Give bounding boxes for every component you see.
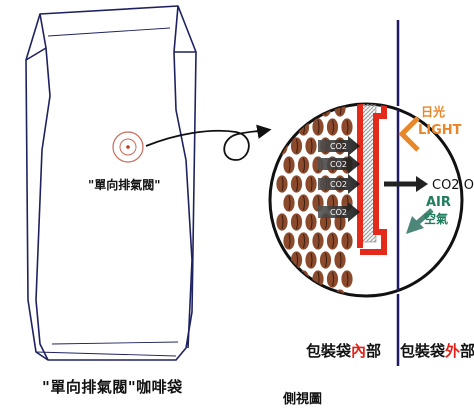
- bag-outside-label: 包裝袋外部: [400, 340, 474, 361]
- coffee-bean: [276, 104, 288, 117]
- coffee-bean: [276, 289, 288, 296]
- light-label-en: LIGHT: [418, 123, 462, 138]
- co2-arrow: CO2: [318, 202, 360, 222]
- coffee-bean: [319, 289, 332, 296]
- coffee-bean: [290, 289, 303, 296]
- coffee-bean: [305, 289, 317, 296]
- coffee-bean: [290, 251, 303, 269]
- light-label-cn: 日光: [421, 104, 445, 119]
- bag-inside-suffix: 部: [366, 342, 382, 360]
- bag-inside-label: 包裝袋內部: [306, 340, 381, 361]
- coffee-bean: [341, 270, 353, 288]
- coffee-bean: [305, 104, 317, 117]
- coffee-bean: [290, 175, 303, 193]
- side-view-caption: 側視圖: [283, 392, 323, 407]
- outflow-arrow: [384, 176, 428, 192]
- co2-label: CO2: [330, 142, 347, 151]
- coffee-bean: [283, 232, 295, 250]
- co2-label: CO2: [330, 160, 347, 169]
- coffee-bean: [290, 213, 303, 231]
- coffee-bean: [326, 232, 339, 250]
- coffee-bean: [290, 104, 303, 117]
- bag-outside-suffix: 部: [460, 342, 474, 360]
- air-label-en: AIR: [426, 195, 451, 210]
- coffee-bean: [305, 213, 317, 231]
- coffee-bean: [305, 175, 317, 193]
- coffee-bean: [297, 232, 310, 250]
- curly-arrow-icon: [145, 124, 272, 161]
- coffee-bean: [283, 270, 295, 288]
- valve-frame: [357, 104, 387, 255]
- outflow-label: CO2.O2: [432, 178, 474, 193]
- coffee-bean: [297, 156, 310, 174]
- co2-label: CO2: [330, 180, 347, 189]
- coffee-bean: [276, 175, 288, 193]
- air-label-cn: 空氣: [424, 211, 448, 226]
- coffee-bean: [283, 118, 295, 136]
- coffee-bean: [334, 251, 346, 269]
- coffee-bean: [312, 232, 324, 250]
- co2-arrow: CO2: [318, 154, 360, 174]
- coffee-bean: [283, 194, 295, 212]
- coffee-bean: [334, 104, 346, 117]
- coffee-bean: [276, 213, 288, 231]
- coffee-bean: [290, 137, 303, 155]
- bag-caption: "單向排氣閥"咖啡袋: [42, 378, 183, 396]
- coffee-bean: [341, 232, 353, 250]
- coffee-bean: [326, 270, 339, 288]
- coffee-bean: [297, 194, 310, 212]
- sun-light-arrow-icon: [398, 116, 420, 152]
- coffee-bean: [319, 251, 332, 269]
- valve-circle-icon: [112, 131, 144, 163]
- bag-outside-highlight: 外: [445, 342, 461, 360]
- coffee-bean: [326, 118, 339, 136]
- coffee-bean: [312, 270, 324, 288]
- coffee-bean: [283, 156, 295, 174]
- bag-outside-prefix: 包裝袋: [400, 342, 446, 360]
- co2-arrow: CO2: [318, 136, 360, 156]
- bag-inside-highlight: 內: [351, 342, 367, 360]
- coffee-bean: [305, 137, 317, 155]
- coffee-bean: [312, 118, 324, 136]
- bag-inside-prefix: 包裝袋: [306, 342, 352, 360]
- valve-label: "單向排氣閥": [88, 178, 161, 192]
- coffee-bean: [305, 251, 317, 269]
- co2-arrow: CO2: [318, 174, 360, 194]
- coffee-bean: [341, 118, 353, 136]
- air-arrow-icon: [406, 208, 434, 234]
- co2-label: CO2: [330, 208, 347, 217]
